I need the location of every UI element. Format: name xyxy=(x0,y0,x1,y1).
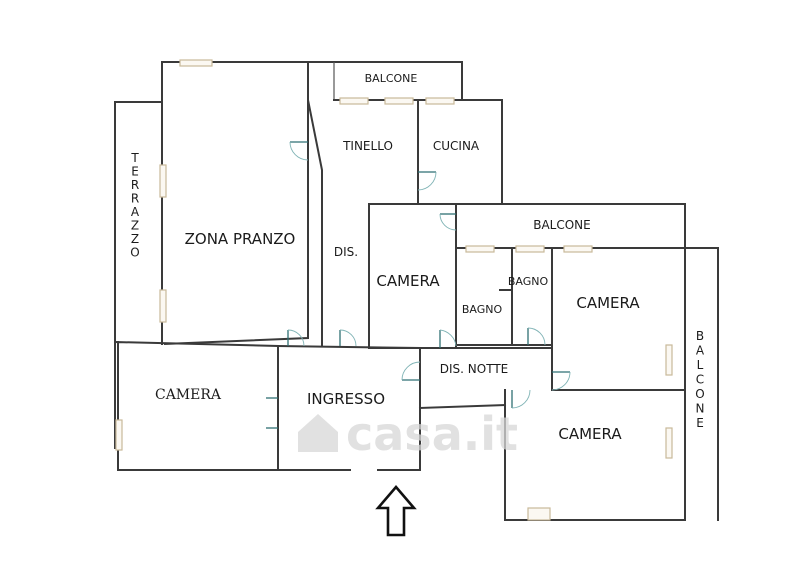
vertical-letter: Z xyxy=(131,232,139,246)
door-ingresso-dis xyxy=(339,329,357,347)
vertical-letter: B xyxy=(696,329,704,343)
door-camera-center xyxy=(439,213,457,231)
label-bagno-left: BAGNO xyxy=(462,303,503,316)
watermark-text: casa.it xyxy=(346,407,518,461)
door-camera-center-bottom xyxy=(439,329,457,348)
door-camera-right-top xyxy=(551,371,571,391)
vertical-letter: R xyxy=(131,192,139,206)
vertical-letter: A xyxy=(131,205,140,219)
label-camera-center: CAMERA xyxy=(376,272,440,290)
vertical-letter: R xyxy=(131,178,139,192)
up-arrow-outline-icon xyxy=(375,485,417,537)
door-cucina xyxy=(417,171,437,191)
door-tinello xyxy=(289,141,309,161)
label-dis: DIS. xyxy=(334,245,358,259)
vertical-letter: A xyxy=(696,344,705,358)
label-ingresso: INGRESSO xyxy=(307,390,385,408)
vertical-letter: T xyxy=(130,151,139,165)
label-balcone-top: BALCONE xyxy=(365,72,418,85)
door-dis-notte-left xyxy=(401,361,421,381)
vertical-letter: N xyxy=(696,402,705,416)
vertical-letter: Z xyxy=(131,219,139,233)
label-tinello: TINELLO xyxy=(342,139,393,153)
label-dis-notte: DIS. NOTTE xyxy=(440,362,508,376)
label-zona-pranzo: ZONA PRANZO xyxy=(185,230,296,248)
vertical-letter: C xyxy=(696,373,704,387)
casa-it-logo-icon: casa.it xyxy=(298,407,518,461)
vertical-letter: L xyxy=(697,358,704,372)
vertical-letter: E xyxy=(131,165,139,179)
label-balcone-mid: BALCONE xyxy=(533,218,591,232)
label-camera-right-bottom: CAMERA xyxy=(558,425,622,443)
label-camera-right-top: CAMERA xyxy=(576,294,640,312)
windows xyxy=(115,59,673,521)
vertical-letter: E xyxy=(696,416,704,430)
label-camera-left: CAMERA xyxy=(155,387,222,403)
vertical-letter: O xyxy=(695,387,704,401)
door-ingresso-side xyxy=(266,397,278,429)
door-camera-right-bottom xyxy=(511,389,531,409)
vertical-letter: O xyxy=(130,246,139,260)
doors xyxy=(266,141,571,429)
label-cucina: CUCINA xyxy=(433,139,480,153)
label-bagno-right: BAGNO xyxy=(508,275,549,288)
door-bagno-right xyxy=(527,327,546,346)
door-ingresso-left xyxy=(287,329,305,347)
